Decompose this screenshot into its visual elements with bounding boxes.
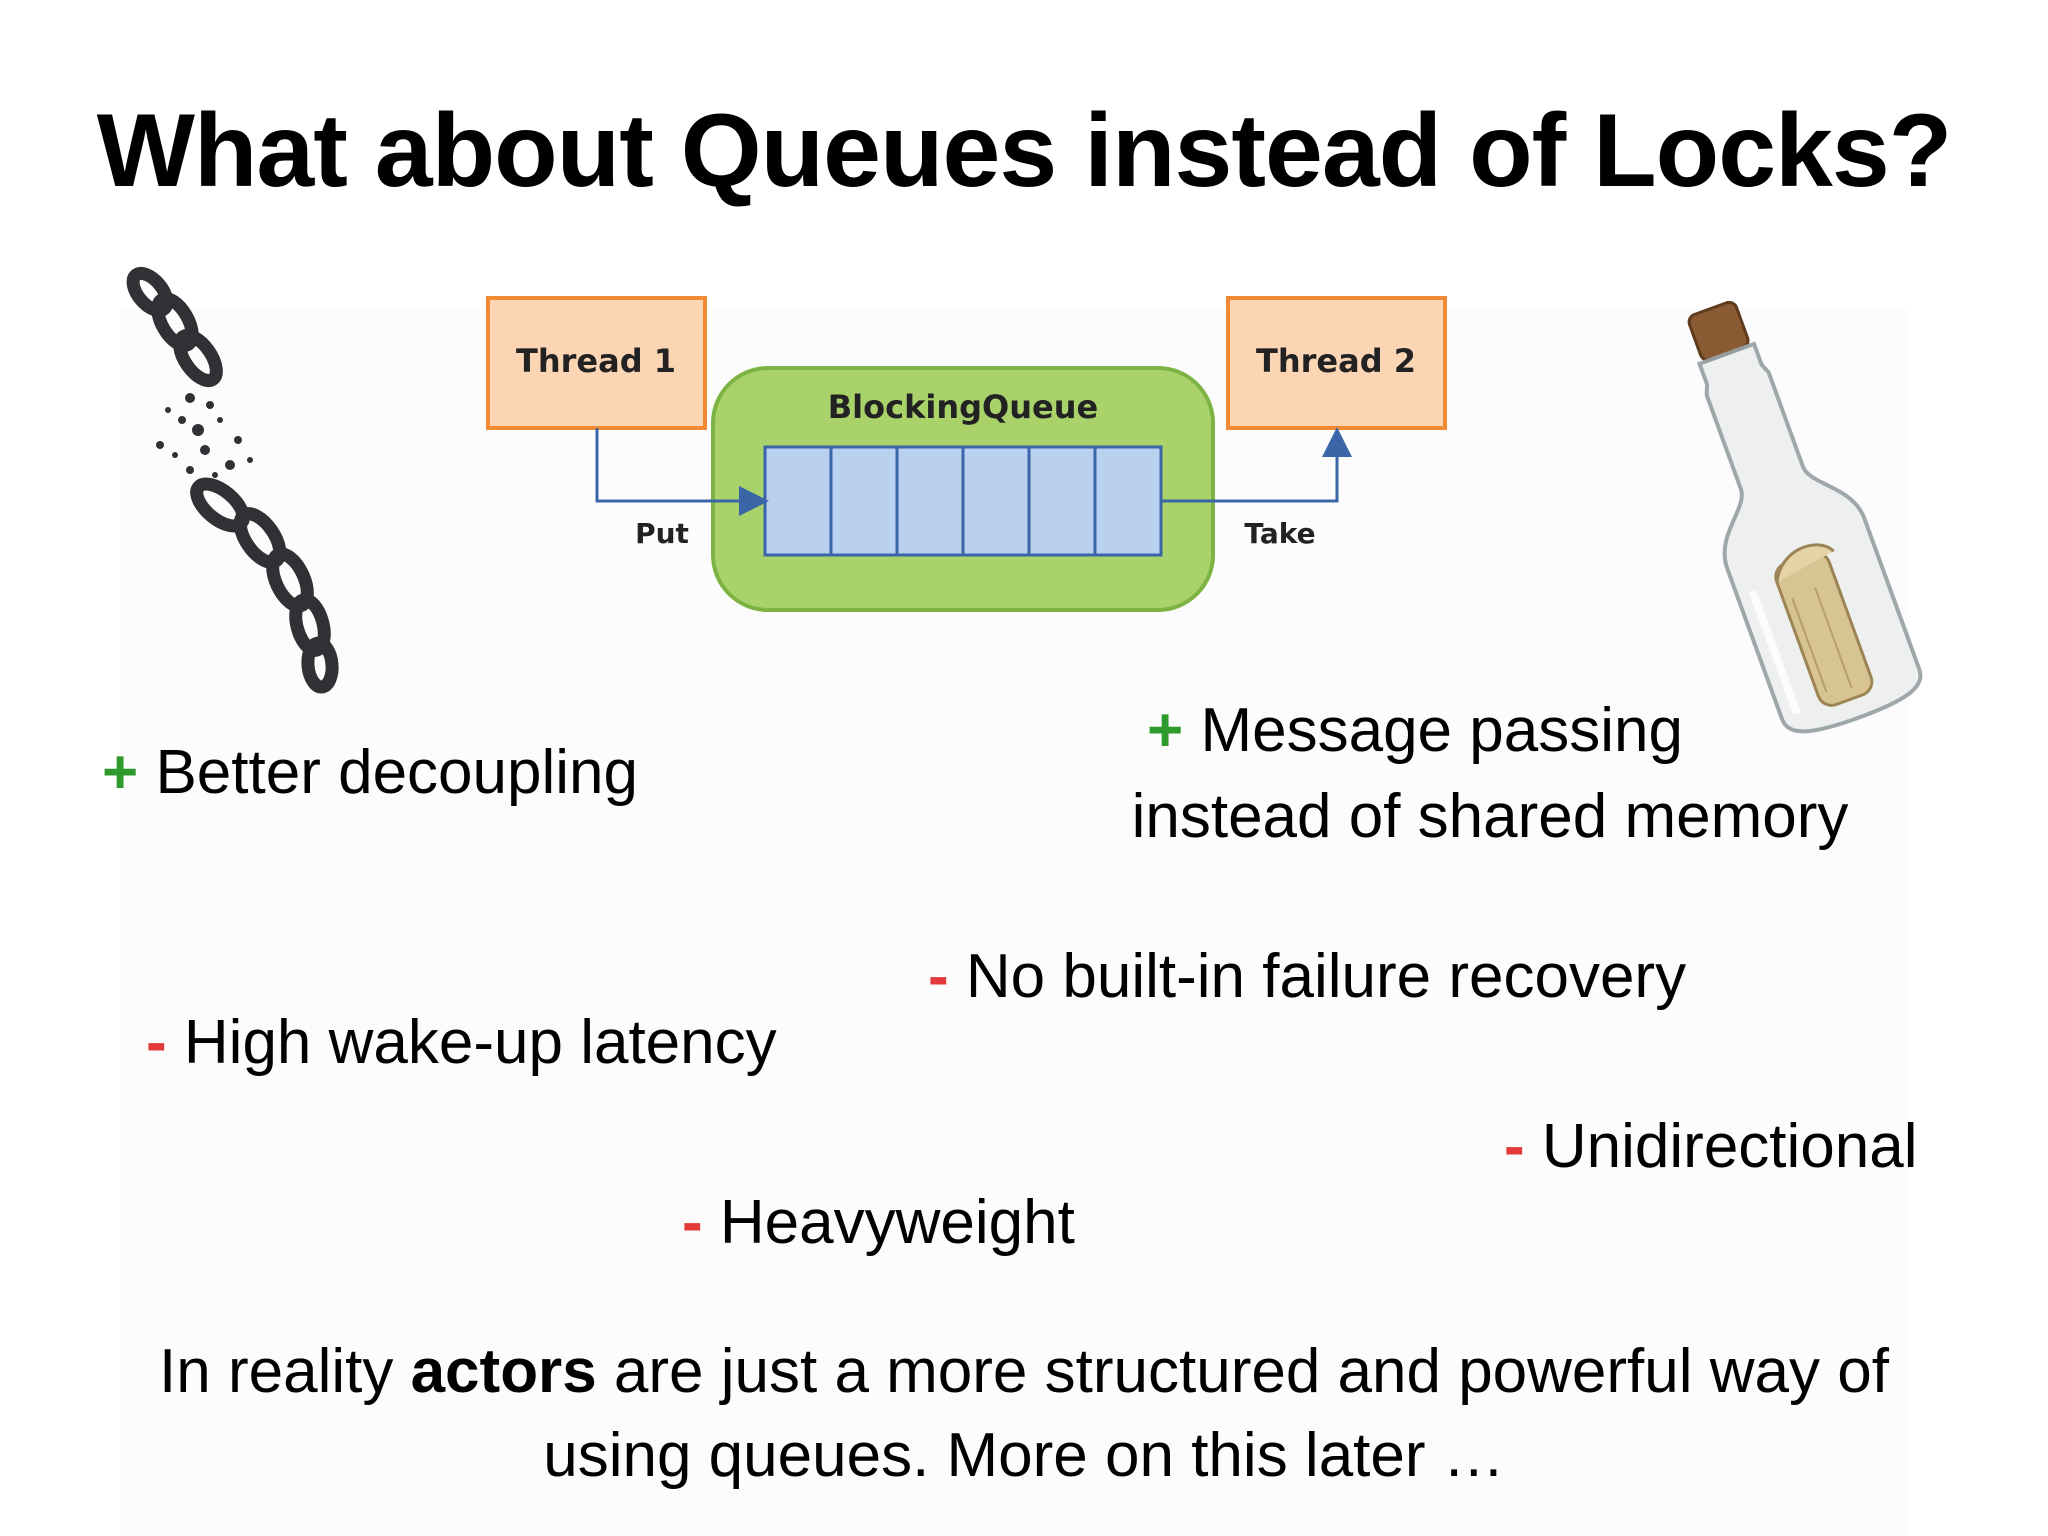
broken-chain-image bbox=[126, 266, 339, 694]
minus-sign: - bbox=[682, 1188, 703, 1257]
footer-line-1: In reality actors are just a more struct… bbox=[0, 1330, 2048, 1414]
con-unidirectional: - Unidirectional bbox=[1504, 1116, 1918, 1178]
take-arrow bbox=[1161, 427, 1352, 503]
thread-2-label: Thread 2 bbox=[1256, 342, 1416, 380]
blocking-queue-diagram: BlockingQueue Thread 1 Thread 2 Put Take bbox=[486, 296, 1447, 612]
footer-note: In reality actors are just a more struct… bbox=[0, 1330, 2048, 1498]
put-arrow bbox=[595, 428, 769, 516]
pro-message-passing: + Message passing instead of shared memo… bbox=[1080, 688, 1900, 860]
bullet-text: Better decoupling bbox=[155, 738, 639, 807]
message-bottle-image bbox=[1687, 300, 1923, 734]
footer-line-2: using queues. More on this later … bbox=[543, 1421, 1505, 1490]
thread-2-box bbox=[1226, 296, 1447, 430]
minus-sign: - bbox=[928, 942, 949, 1011]
bullet-line-1: + Message passing bbox=[1080, 688, 1900, 774]
bullet-line-2: instead of shared memory bbox=[1131, 782, 1849, 851]
queue-slots bbox=[763, 445, 1163, 557]
queue-slot bbox=[763, 445, 833, 557]
minus-sign: - bbox=[1504, 1112, 1525, 1181]
slide-title: What about Queues instead of Locks? bbox=[96, 93, 1953, 209]
queue-label: BlockingQueue bbox=[828, 388, 1098, 426]
minus-sign: - bbox=[146, 1008, 167, 1077]
thread-1-label: Thread 1 bbox=[516, 342, 676, 380]
take-label: Take bbox=[1244, 517, 1315, 550]
bullet-text: Message passing bbox=[1200, 696, 1683, 765]
plus-sign: + bbox=[1147, 696, 1184, 765]
pro-better-decoupling: + Better decoupling bbox=[102, 742, 638, 804]
bullet-text: Unidirectional bbox=[1541, 1112, 1918, 1181]
footer-text-start: In reality bbox=[159, 1337, 411, 1406]
bullet-text: No built-in failure recovery bbox=[965, 942, 1687, 1011]
queue-slot bbox=[1027, 445, 1097, 557]
bullet-text: High wake-up latency bbox=[183, 1008, 777, 1077]
put-label: Put bbox=[635, 517, 689, 550]
queue-slot bbox=[829, 445, 899, 557]
bullet-text: Heavyweight bbox=[719, 1188, 1075, 1257]
plus-sign: + bbox=[102, 738, 139, 807]
footer-text-end: are just a more structured and powerful … bbox=[596, 1337, 1889, 1406]
queue-slot bbox=[961, 445, 1031, 557]
con-heavyweight: - Heavyweight bbox=[682, 1192, 1075, 1254]
queue-slot bbox=[1093, 445, 1163, 557]
footer-bold-actors: actors bbox=[410, 1337, 597, 1406]
con-high-latency: - High wake-up latency bbox=[146, 1012, 777, 1074]
con-no-failure-recovery: - No built-in failure recovery bbox=[928, 946, 1686, 1008]
queue-slot bbox=[895, 445, 965, 557]
